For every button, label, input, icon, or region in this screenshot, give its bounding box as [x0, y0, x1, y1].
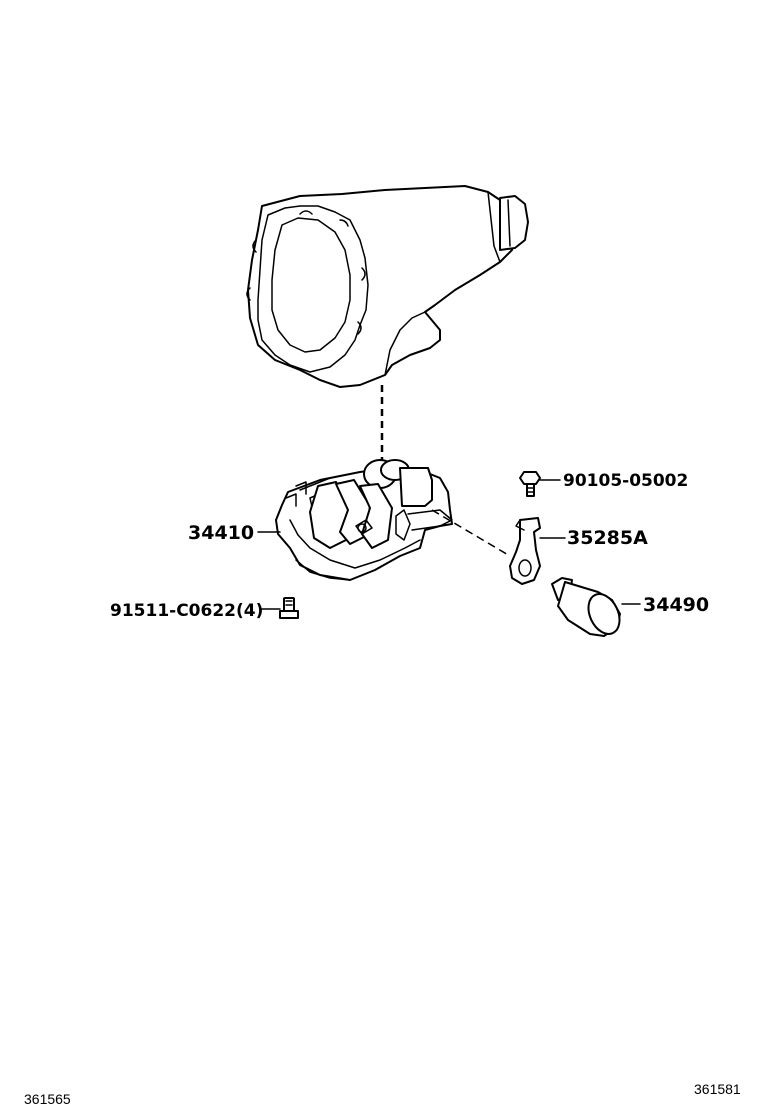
bracket-dashed-line — [431, 509, 511, 557]
footer-left-ref: 361565 — [24, 1091, 71, 1107]
footer-right-ref: 361581 — [694, 1081, 741, 1097]
bracket-bolt-drawing — [519, 471, 541, 497]
valve-body-label: 34410 — [188, 522, 254, 544]
solenoid-label: 34490 — [643, 594, 709, 616]
bracket-label: 35285A — [567, 527, 648, 549]
bracket-drawing — [509, 517, 541, 585]
solenoid-drawing — [551, 577, 621, 637]
valve-body-bolt-drawing — [279, 597, 299, 619]
bracket-bolt-label: 90105-05002 — [563, 471, 688, 491]
valve-body-drawing — [275, 459, 453, 581]
transmission-housing — [246, 185, 529, 388]
valve-body-bolt-label: 91511-C0622(4) — [110, 601, 263, 621]
